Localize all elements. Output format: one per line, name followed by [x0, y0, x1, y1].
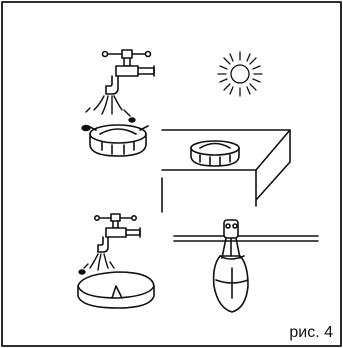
faucet-icon [94, 213, 141, 253]
figure-caption: рис. 4 [289, 324, 333, 341]
sun-icon [217, 51, 263, 97]
water-stream [81, 95, 136, 132]
faucet-icon [101, 49, 155, 95]
water-stream [78, 253, 115, 275]
filter-icon [87, 124, 149, 157]
clothespin-icon [221, 219, 241, 259]
foam-pad-icon [77, 271, 155, 309]
filter-icon [190, 140, 240, 167]
foam-pad-icon [212, 255, 249, 313]
table-icon [161, 129, 291, 213]
clothesline-icon [173, 235, 319, 242]
